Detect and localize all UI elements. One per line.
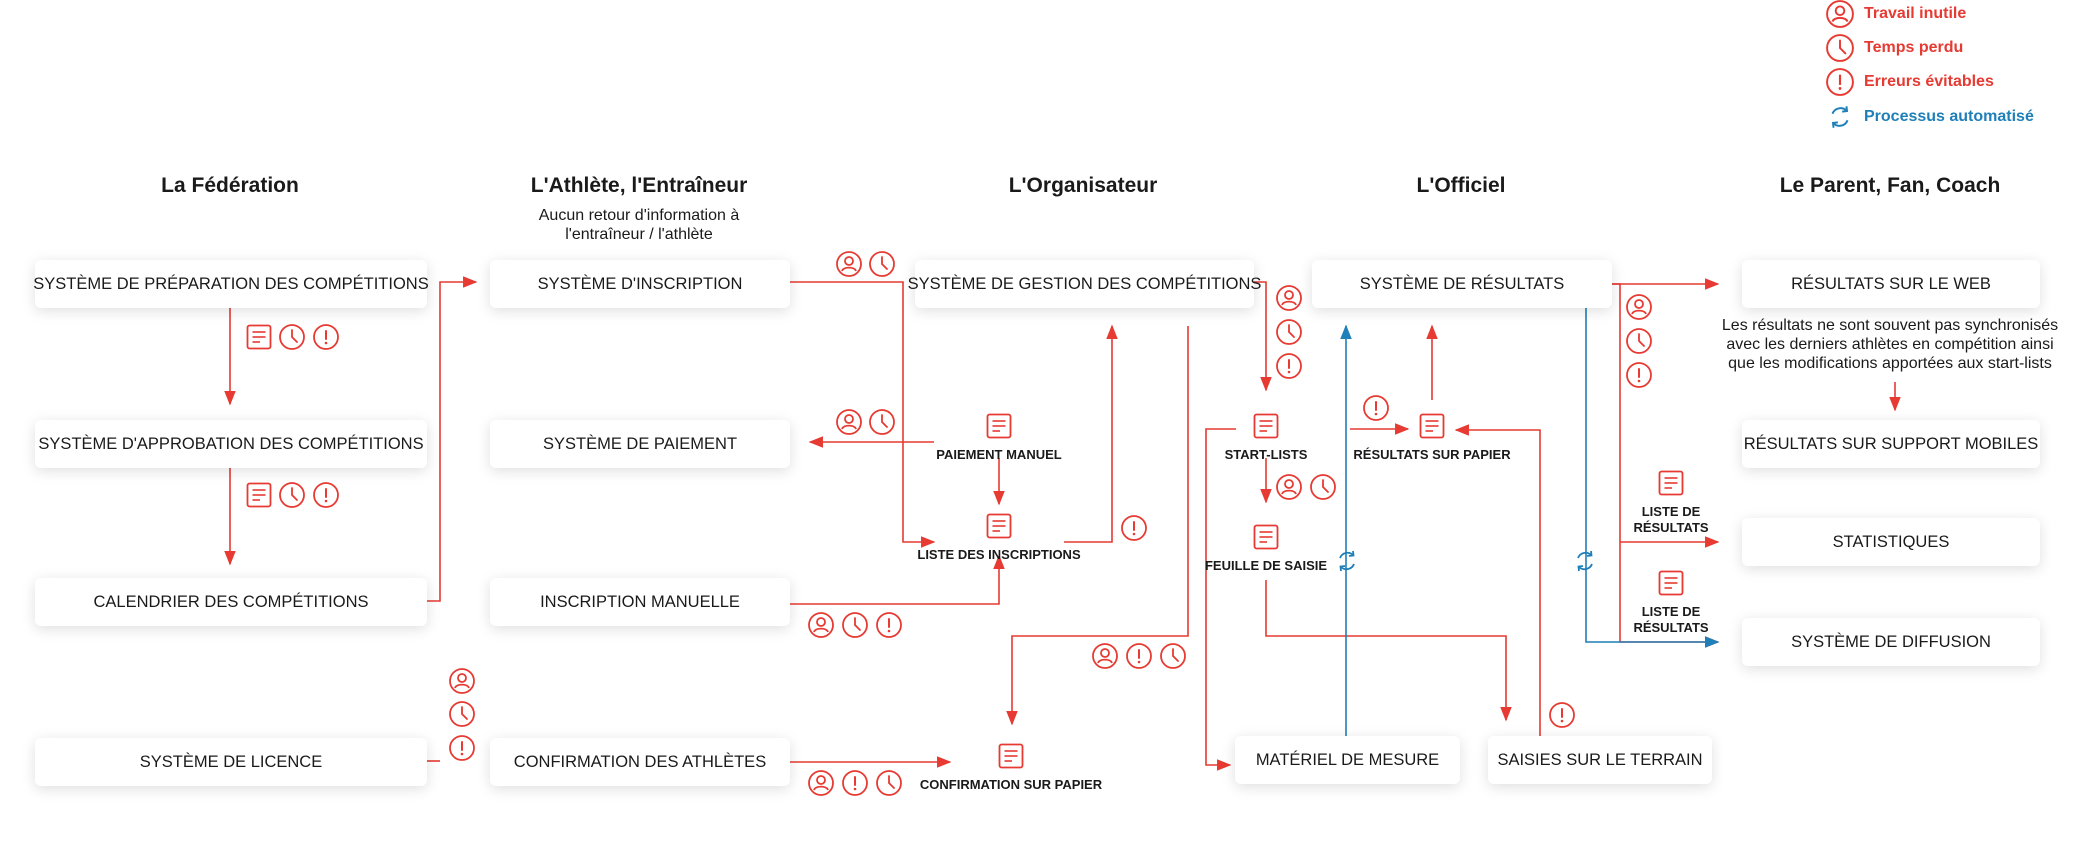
results-list-label: LISTE DE RÉSULTATS [1633, 504, 1708, 536]
broadcast-system-box[interactable]: SYSTÈME DE DIFFUSION [1742, 618, 2040, 666]
preparation-system-box[interactable]: SYSTÈME DE PRÉPARATION DES COMPÉTITIONS [33, 260, 429, 308]
registration-list-label: LISTE DES INSCRIPTIONS [917, 547, 1081, 562]
user-icon [836, 251, 862, 277]
clock-icon [1826, 34, 1854, 62]
legend-item: Processus automatisé [1826, 103, 2034, 131]
user-icon [808, 770, 834, 796]
approbation-system-box[interactable]: SYSTÈME D'APPROBATION DES COMPÉTITIONS [35, 420, 427, 468]
alert-icon [1549, 702, 1575, 728]
legend-item: Temps perdu [1826, 34, 1963, 62]
label-line: LISTE DE [1641, 604, 1701, 619]
document-icon [246, 324, 272, 350]
document-icon [246, 482, 272, 508]
note-line: avec les derniers athlètes en compétitio… [1726, 336, 2054, 353]
user-icon [1276, 474, 1302, 500]
user-icon [808, 612, 834, 638]
indicator-icons [246, 251, 1684, 796]
alert-icon [1121, 515, 1147, 541]
license-system-box[interactable]: SYSTÈME DE LICENCE [35, 738, 427, 786]
user-icon [1092, 643, 1118, 669]
field-entries-box[interactable]: SAISIES SUR LE TERRAIN [1488, 736, 1712, 784]
alert-icon [1826, 68, 1854, 96]
paper-results-label: RÉSULTATS SUR PAPIER [1353, 447, 1511, 462]
manual-registration-box[interactable]: INSCRIPTION MANUELLE [490, 578, 790, 626]
label-line: LISTE DE [1641, 504, 1701, 519]
column-title-athlete: L'Athlète, l'Entraîneur [530, 174, 748, 197]
user-icon [1826, 0, 1854, 28]
legend-label: Processus automatisé [1864, 108, 2034, 125]
label-line: RÉSULTATS [1633, 620, 1709, 635]
legend-item: Travail inutile [1826, 0, 1966, 28]
alert-icon [1363, 395, 1389, 421]
athlete-feedback-note: Aucun retour d'information à l'entraîneu… [539, 206, 740, 244]
clock-icon [869, 409, 895, 435]
confirmation-papier-doc-icon [998, 743, 1024, 769]
alert-icon [842, 770, 868, 796]
statistics-box[interactable]: STATISTIQUES [1742, 518, 2040, 566]
alert-icon [1276, 353, 1302, 379]
legend-label: Temps perdu [1864, 39, 1964, 56]
label-line: RÉSULTATS [1633, 520, 1709, 535]
alert-icon [313, 324, 339, 350]
start-lists-label: START-LISTS [1224, 447, 1308, 462]
user-icon [836, 409, 862, 435]
start-lists-doc-icon [1253, 413, 1279, 439]
liste-resultats-doc-icon [1658, 570, 1684, 596]
alert-icon [313, 482, 339, 508]
registration-system-box[interactable]: SYSTÈME D'INSCRIPTION [490, 260, 790, 308]
liste-inscriptions-doc-icon [986, 513, 1012, 539]
clock-icon [279, 482, 305, 508]
clock-icon [1160, 643, 1186, 669]
clock-icon [876, 770, 902, 796]
user-icon [1626, 294, 1652, 320]
column-title-parent: Le Parent, Fan, Coach [1779, 174, 2001, 197]
athlete-confirmation-box[interactable]: CONFIRMATION DES ATHLÈTES [490, 738, 790, 786]
paper-confirmation-label: CONFIRMATION SUR PAPIER [919, 777, 1103, 792]
calendar-box[interactable]: CALENDRIER DES COMPÉTITIONS [35, 578, 427, 626]
clock-icon [449, 701, 475, 727]
note-line: Les résultats ne sont souvent pas synchr… [1721, 317, 2059, 334]
resultats-papier-doc-icon [1419, 413, 1445, 439]
legend-label: Travail inutile [1864, 5, 1967, 22]
note-line: l'entraîneur / l'athlète [565, 226, 713, 243]
alert-icon [449, 735, 475, 761]
alert-icon [1626, 362, 1652, 388]
user-icon [449, 668, 475, 694]
clock-icon [1276, 319, 1302, 345]
manual-payment-label: PAIEMENT MANUEL [936, 447, 1062, 462]
column-title-federation: La Fédération [161, 174, 299, 197]
clock-icon [1310, 474, 1336, 500]
results-system-box[interactable]: SYSTÈME DE RÉSULTATS [1312, 260, 1612, 308]
competition-management-box[interactable]: SYSTÈME DE GESTION DES COMPÉTITIONS [908, 260, 1261, 308]
legend-item: Erreurs évitables [1826, 68, 1994, 96]
feuille-saisie-doc-icon [1253, 524, 1279, 550]
column-title-officiel: L'Officiel [1416, 174, 1506, 197]
note-line: Aucun retour d'information à [538, 207, 740, 224]
payment-system-box[interactable]: SYSTÈME DE PAIEMENT [490, 420, 790, 468]
alert-icon [876, 612, 902, 638]
sync-icon [1339, 550, 1355, 572]
liste-resultats-doc-icon [1658, 470, 1684, 496]
clock-icon [279, 324, 305, 350]
clock-icon [842, 612, 868, 638]
note-line: que les modifications apportées aux star… [1728, 355, 2052, 372]
clock-icon [869, 251, 895, 277]
results-list-label: LISTE DE RÉSULTATS [1633, 604, 1708, 636]
sync-icon [1577, 550, 1593, 572]
clock-icon [1626, 328, 1652, 354]
results-sync-note: Les résultats ne sont souvent pas synchr… [1722, 316, 2058, 373]
alert-icon [1126, 643, 1152, 669]
mobile-results-box[interactable]: RÉSULTATS SUR SUPPORT MOBILES [1742, 420, 2040, 468]
measuring-equipment-box[interactable]: MATÉRIEL DE MESURE [1235, 736, 1460, 784]
sync-icon [1826, 103, 1854, 131]
user-icon [1276, 285, 1302, 311]
web-results-box[interactable]: RÉSULTATS SUR LE WEB [1742, 260, 2040, 308]
paiement-manuel-doc-icon [986, 413, 1012, 439]
entry-sheet-label: FEUILLE DE SAISIE [1204, 558, 1328, 573]
column-title-organisateur: L'Organisateur [1008, 174, 1158, 197]
legend-label: Erreurs évitables [1864, 73, 1994, 90]
